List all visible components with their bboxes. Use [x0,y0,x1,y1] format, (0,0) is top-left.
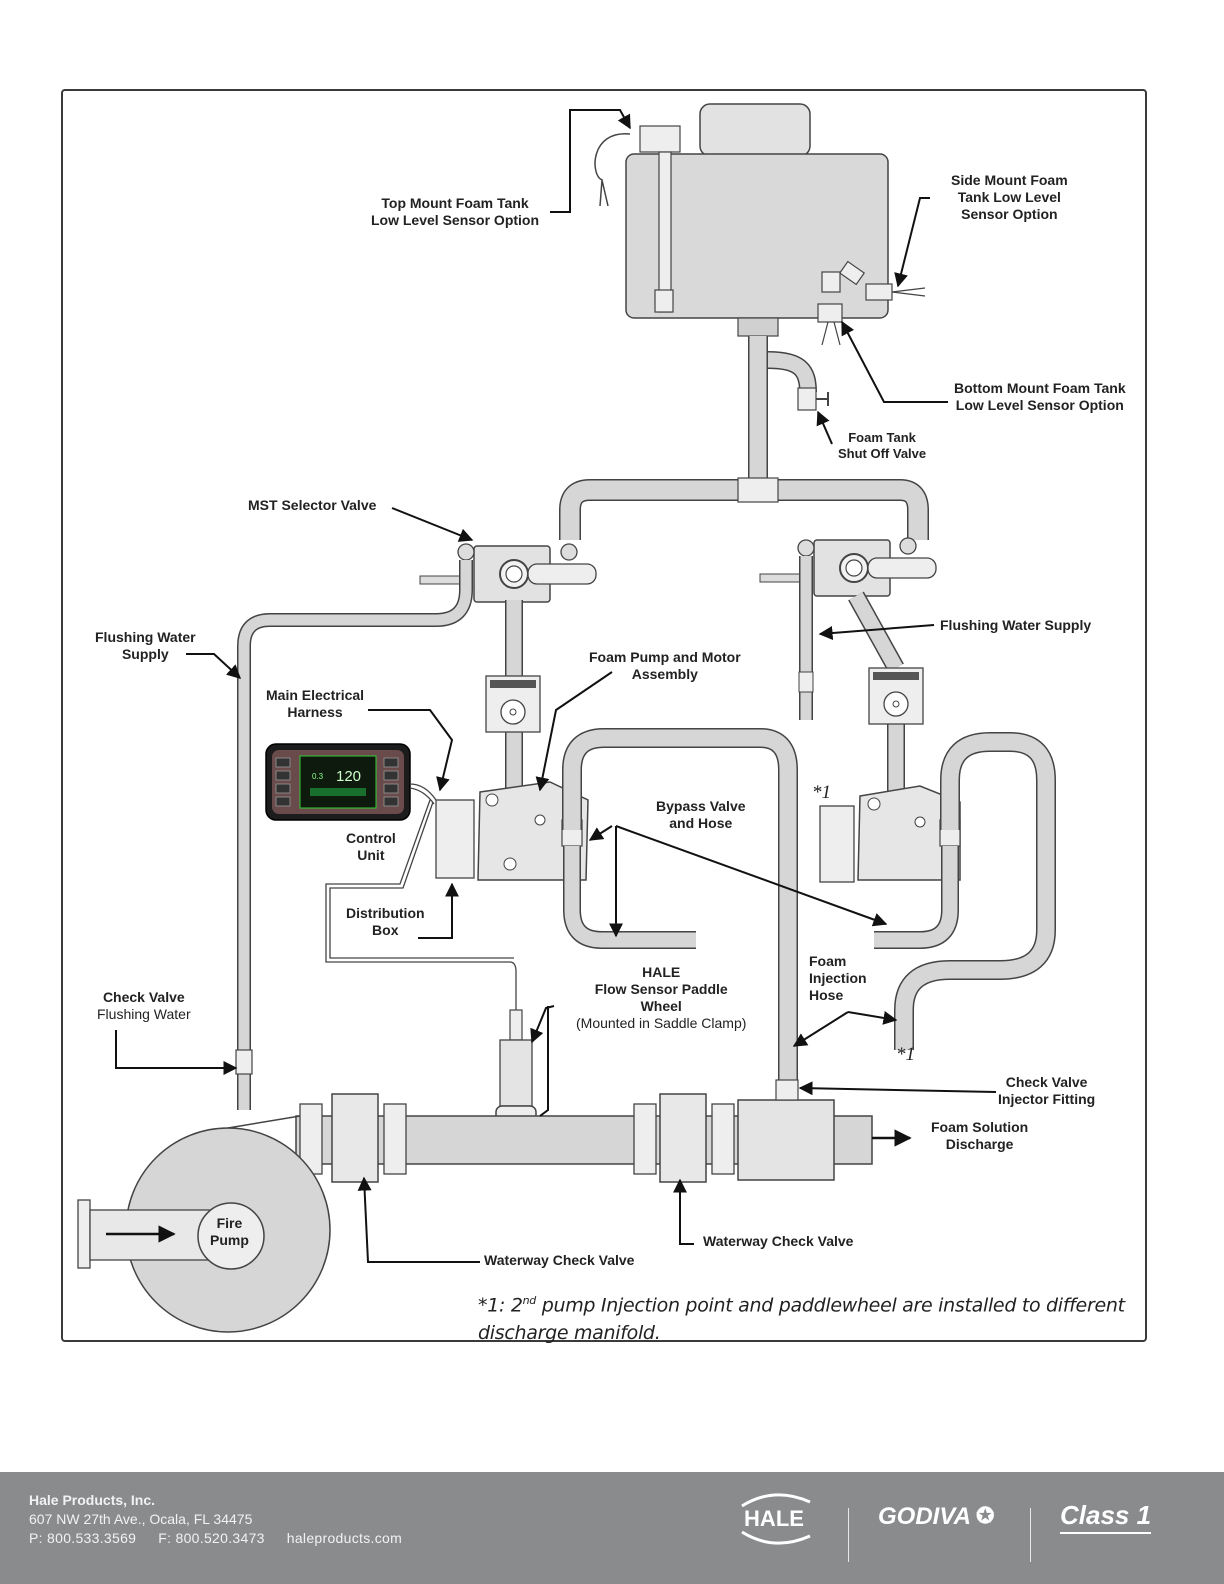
class1-logo: Class 1 [1060,1500,1152,1534]
footer-contact: P: 800.533.3569 F: 800.520.3473 haleproduc… [29,1529,424,1548]
label-mst-selector-valve: MST Selector Valve [248,497,377,513]
injection-hose-left [562,728,798,1080]
mst-selector-valve-left [419,543,597,603]
control-display-small: 0.3 [312,772,324,781]
control-display-readout: 120 [336,768,361,785]
label-waterway-check-valve-right: Waterway Check Valve [703,1233,854,1249]
flushing-water-pipe-left [235,560,473,1110]
foam-pump-left [435,781,589,881]
footnote-marker: *1 [812,782,831,803]
control-unit: 0.3 120 [265,743,411,821]
strainer-left [485,675,541,733]
logo-divider [848,1508,849,1562]
flushing-check-valve-icon [235,1049,253,1075]
footer-address: 607 NW 27th Ave., Ocala, FL 34475 [29,1511,253,1527]
footnote-marker: *1 [896,1044,915,1065]
side-mount-sensor-icon [838,260,926,301]
discharge-waterway [295,1079,873,1183]
foam-supply-pipe [559,336,929,540]
footnote-text: *1: 2nd pump Injection point and paddlew… [478,1294,1125,1345]
page-footer: Hale Products, Inc. 607 NW 27th Ave., Oc… [0,1472,1224,1584]
shutoff-valve-icon [797,387,817,411]
waterway-check-valve-right-icon [659,1093,707,1183]
hale-logo-icon: HALE [741,1493,811,1545]
godiva-logo: GODIVA [878,1503,971,1530]
top-mount-sensor-icon [594,125,681,313]
tee-fitting-icon [737,477,779,503]
footer-phone: P: 800.533.3569 [29,1530,137,1546]
injector-check-valve-icon [775,1079,799,1101]
label-flushing-water-right: Flushing Water Supply [940,617,1092,633]
strainer-right [868,667,924,725]
injection-hose-right [874,732,1056,1050]
leader-lines [115,109,997,1263]
footer-website[interactable]: haleproducts.com [286,1530,403,1546]
label-waterway-check-valve-left: Waterway Check Valve [484,1252,635,1268]
logo-divider [1030,1508,1031,1562]
electrical-harness [325,783,517,1010]
mst-selector-valve-right [759,537,937,597]
fire-pump [77,1115,331,1333]
foam-pump-right [819,785,961,883]
waterway-check-valve-left-icon [331,1093,379,1183]
godiva-star-icon: ✪ [976,1503,995,1528]
footer-company: Hale Products, Inc. [29,1492,156,1508]
flushing-water-pipe-right [798,556,904,720]
foam-system-diagram: 0.3 120 [77,103,1056,1333]
bottom-mount-sensor-icon [817,271,843,346]
hale-logo-text: HALE [744,1506,804,1531]
footer-fax: F: 800.520.3473 [158,1530,265,1546]
